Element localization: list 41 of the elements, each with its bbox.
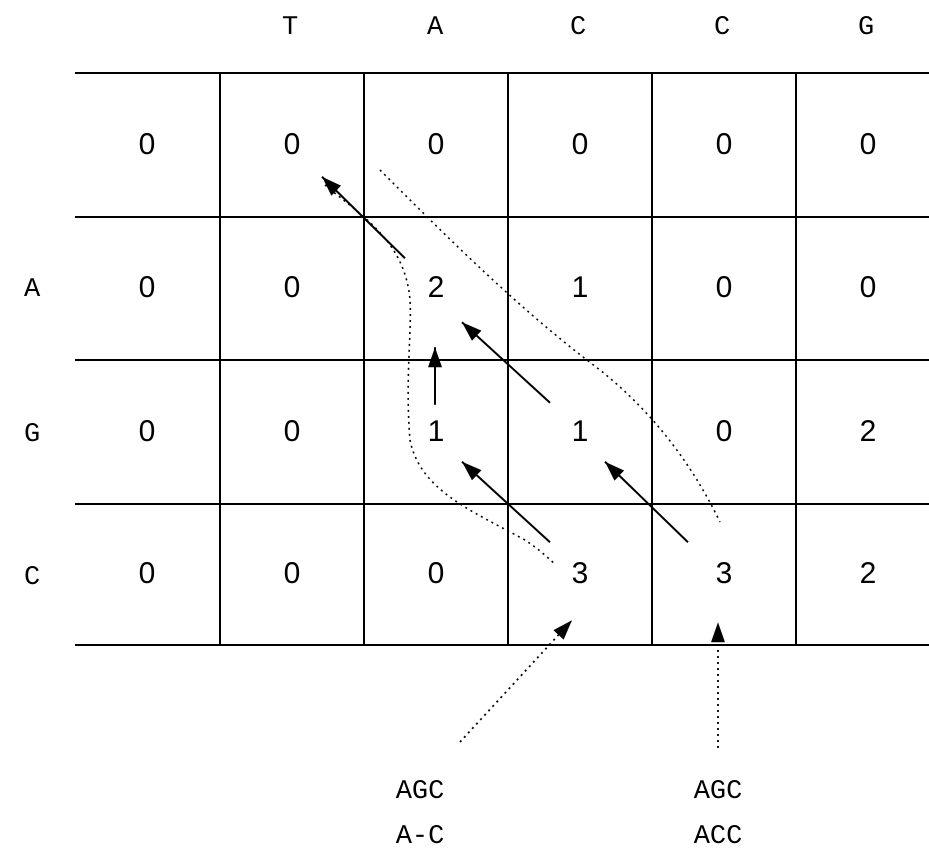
sequence-letter: G bbox=[858, 13, 874, 43]
sequence-letter: A bbox=[427, 13, 444, 43]
sequence-letter: G bbox=[24, 420, 40, 450]
traceback-arrow bbox=[461, 461, 551, 543]
aligned-sequence: AGC bbox=[396, 776, 444, 809]
traceback-arrow bbox=[321, 176, 406, 259]
score-cell: 0 bbox=[75, 216, 219, 359]
score-cell: 3 bbox=[651, 502, 795, 646]
score-cell: 0 bbox=[219, 216, 363, 359]
traceback-arrow bbox=[428, 347, 442, 405]
sequence-letter: T bbox=[282, 13, 298, 43]
score-cell: 2 bbox=[795, 502, 929, 646]
score-cell: 0 bbox=[219, 502, 363, 646]
score-cell: 0 bbox=[75, 72, 219, 216]
aligned-sequence: AGC bbox=[694, 776, 742, 809]
score-cell: 0 bbox=[795, 216, 929, 359]
score-cell: 0 bbox=[75, 359, 219, 502]
aligned-sequence: ACC bbox=[694, 821, 742, 854]
dotted-arrow bbox=[459, 620, 573, 743]
score-cell: 1 bbox=[507, 216, 651, 359]
dotted-arrow bbox=[711, 622, 725, 748]
sequence-letter: A bbox=[24, 275, 40, 305]
score-cell: 0 bbox=[651, 216, 795, 359]
score-cell: 0 bbox=[219, 72, 363, 216]
score-cell: 0 bbox=[507, 72, 651, 216]
score-cell: 3 bbox=[507, 502, 651, 646]
score-cell: 0 bbox=[75, 502, 219, 646]
aligned-sequence: A-C bbox=[396, 821, 444, 854]
score-cell: 0 bbox=[363, 72, 507, 216]
sequence-letter: C bbox=[570, 13, 586, 43]
score-cell: 0 bbox=[651, 359, 795, 502]
score-cell: 0 bbox=[795, 72, 929, 216]
score-cell: 0 bbox=[651, 72, 795, 216]
sequence-letter: C bbox=[714, 13, 730, 43]
score-cell: 0 bbox=[219, 359, 363, 502]
score-cell: 0 bbox=[363, 502, 507, 646]
sequence-letter: C bbox=[24, 563, 40, 593]
score-cell: 2 bbox=[795, 359, 929, 502]
score-cell: 2 bbox=[363, 216, 507, 359]
score-cell: 1 bbox=[363, 359, 507, 502]
score-cell: 1 bbox=[507, 359, 651, 502]
